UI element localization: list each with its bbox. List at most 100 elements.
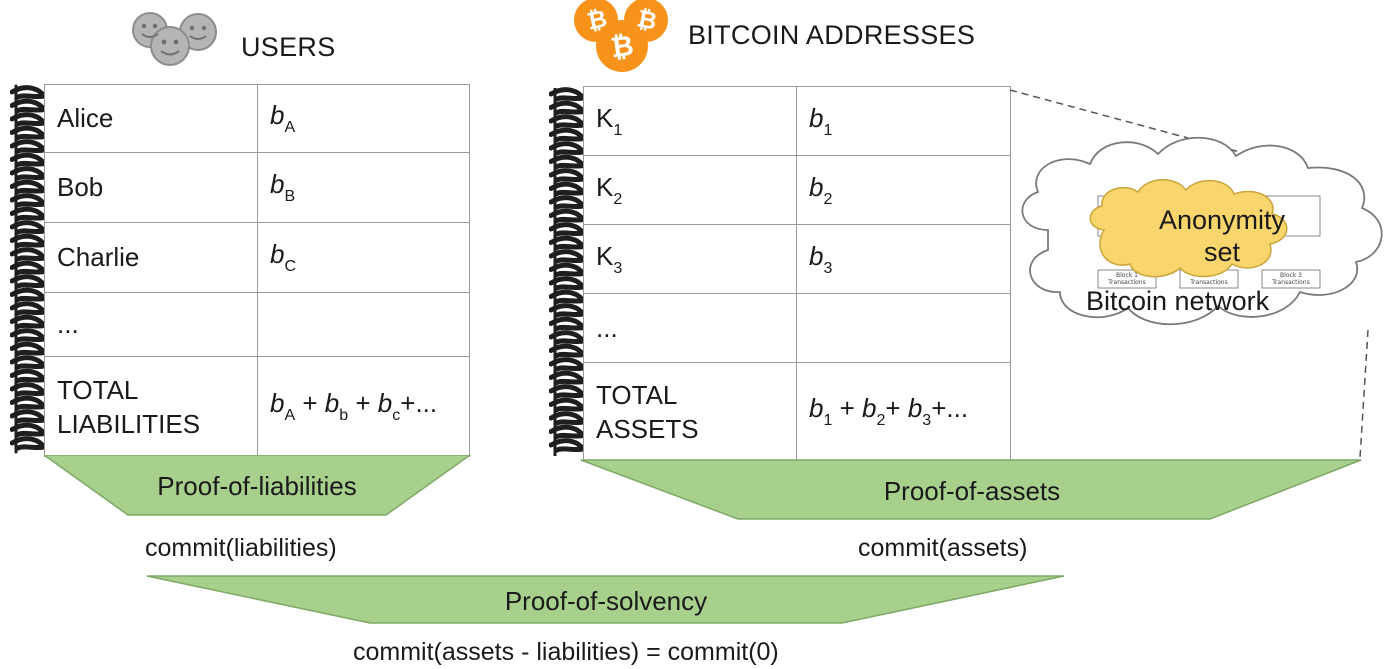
spiral-coil <box>10 287 49 302</box>
commit-final-equation: commit(assets - liabilities) = commit(0) <box>353 638 779 666</box>
bitcoin-network-label: Bitcoin network <box>1086 286 1270 316</box>
spiral-coil <box>549 357 588 372</box>
callout-line-bottom <box>1359 329 1369 459</box>
spiral-coil <box>549 343 588 358</box>
block-sub-label: Transactions <box>1107 279 1145 286</box>
spiral-coil <box>549 127 588 142</box>
user-name-cell: Bob <box>44 152 258 223</box>
spiral-coil <box>10 112 49 127</box>
user-balance-cell <box>257 292 470 357</box>
address-balance-cell <box>796 293 1011 363</box>
proof-of-assets-label: Proof-of-assets <box>883 476 1061 506</box>
address-key-cell: K2 <box>583 155 797 225</box>
spiral-coil <box>10 395 49 410</box>
spiral-coil <box>549 438 588 453</box>
users-header: USERS <box>241 32 336 62</box>
proof-of-liabilities-shape <box>44 455 472 516</box>
table-row: K1 b1 <box>583 86 1011 156</box>
spiral-coil <box>549 289 588 304</box>
user-name-cell: Alice <box>44 84 258 153</box>
anonymity-cloud-shape <box>1089 179 1288 278</box>
spiral-coil <box>549 424 588 439</box>
spiral-coil <box>10 85 49 100</box>
spiral-coil <box>549 249 588 264</box>
spiral-coil <box>10 274 49 289</box>
bitcoin-network-callout: Block 1 Block 1 Transactions Transaction… <box>1009 89 1383 459</box>
table-row: Charlie bC <box>44 222 470 293</box>
spiral-coil <box>10 152 49 167</box>
block-sub-label: Transactions <box>1189 279 1227 286</box>
spiral-coil <box>10 314 49 329</box>
spiral-coil <box>10 341 49 356</box>
spiral-coil <box>10 301 49 316</box>
spiral-coil <box>10 382 49 397</box>
spiral-coil <box>549 195 588 210</box>
spiral-coil <box>10 328 49 343</box>
spiral-coil <box>549 276 588 291</box>
user-balance-cell: bB <box>257 152 470 223</box>
address-balance-cell: b2 <box>796 155 1011 225</box>
proof-of-solvency-shape <box>146 575 1065 624</box>
spiral-coil <box>549 222 588 237</box>
spiral-coil <box>10 422 49 437</box>
spiral-coil <box>549 384 588 399</box>
spiral-coil <box>10 220 49 235</box>
commit-liabilities-label: commit(liabilities) <box>145 534 337 562</box>
bitcoin-coins-icon: ₿ ₿ ₿ <box>574 0 668 72</box>
commit-assets-label: commit(assets) <box>858 534 1028 562</box>
table-row: ... <box>583 293 1011 363</box>
address-key-cell: K1 <box>583 86 797 156</box>
spiral-coil <box>549 141 588 156</box>
user-name-cell: Charlie <box>44 222 258 293</box>
user-balance-cell: bA <box>257 84 470 153</box>
spiral-coil <box>549 87 588 102</box>
addresses-header: BITCOIN ADDRESSES <box>688 20 976 50</box>
address-balance-cell: b3 <box>796 224 1011 294</box>
total-liabilities-sum: bA + bb + bc+... <box>257 356 470 457</box>
svg-text:₿: ₿ <box>608 29 635 65</box>
spiral-coil <box>549 330 588 345</box>
spiral-coil <box>549 208 588 223</box>
spiral-coil <box>549 235 588 250</box>
table-row: K2 b2 <box>583 155 1011 225</box>
spiral-coil <box>10 179 49 194</box>
spiral-coil <box>10 233 49 248</box>
spiral-coil <box>10 409 49 424</box>
table-row: Bob bB <box>44 152 470 223</box>
spiral-coil <box>549 114 588 129</box>
proof-of-liabilities-label: Proof-of-liabilities <box>157 471 357 501</box>
spiral-coil <box>549 316 588 331</box>
spiral-coil <box>549 154 588 169</box>
spiral-coil <box>10 355 49 370</box>
user-name-cell: ... <box>44 292 258 357</box>
spiral-coil <box>10 139 49 154</box>
spiral-coil <box>549 303 588 318</box>
spiral-coil <box>10 166 49 181</box>
spiral-coil <box>10 193 49 208</box>
block-label: Block 3 <box>1280 272 1302 279</box>
user-balance-cell: bC <box>257 222 470 293</box>
table-row: Alice bA <box>44 84 470 153</box>
spiral-coil <box>10 368 49 383</box>
spiral-coil <box>549 168 588 183</box>
spiral-coil <box>10 260 49 275</box>
address-balance-cell: b1 <box>796 86 1011 156</box>
spiral-coil <box>10 436 49 451</box>
spiral-coil <box>10 247 49 262</box>
table-row: ... <box>44 292 470 357</box>
block-label: Block 1 <box>1116 272 1138 279</box>
spiral-coil <box>549 262 588 277</box>
spiral-coil <box>549 411 588 426</box>
address-key-cell: ... <box>583 293 797 363</box>
table-row: K3 b3 <box>583 224 1011 294</box>
block-sub-label: Transactions <box>1271 279 1309 286</box>
spiral-coil <box>549 181 588 196</box>
total-assets-sum: b1 + b2+ b3+... <box>796 362 1011 461</box>
proof-of-assets-shape <box>580 459 1362 520</box>
